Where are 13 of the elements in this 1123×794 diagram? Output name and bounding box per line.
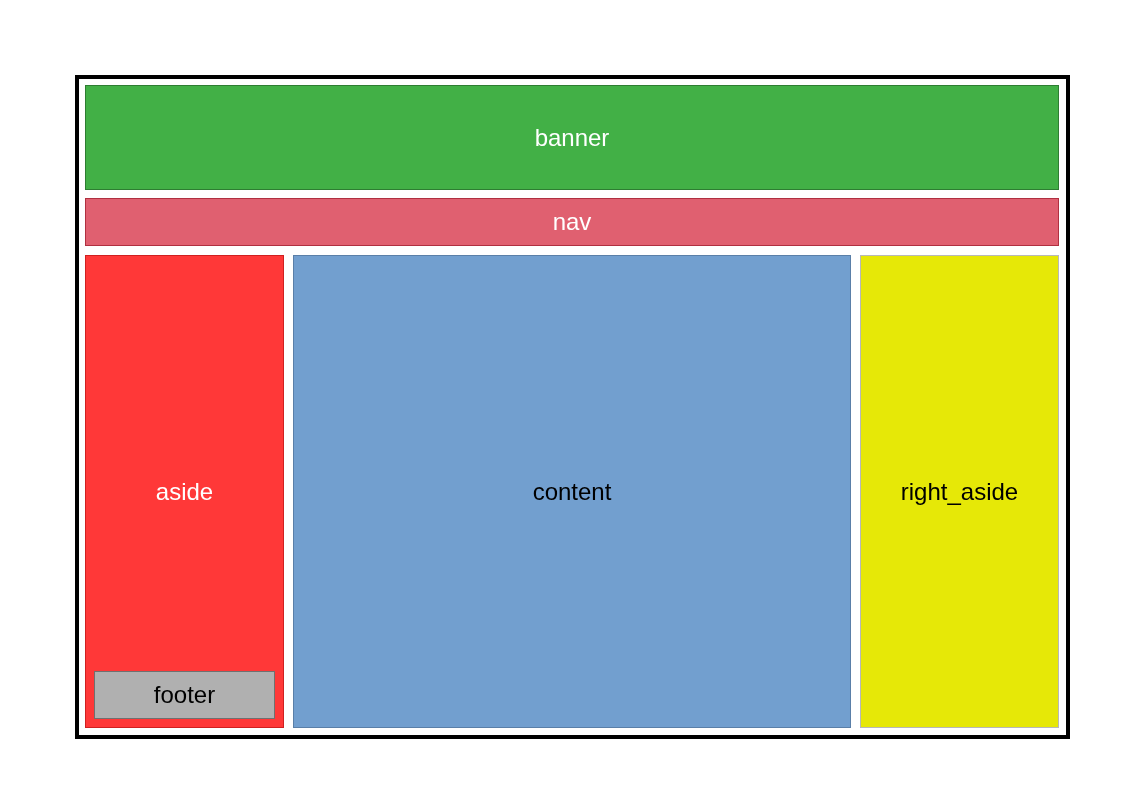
region-label: right_aside xyxy=(900,477,1019,506)
sidebar-region xyxy=(860,255,1059,728)
footer-region xyxy=(94,671,275,719)
content-region xyxy=(293,255,851,728)
nav-bar xyxy=(85,198,1059,246)
sidebar-region xyxy=(85,255,284,728)
page-frame xyxy=(75,75,1070,739)
region-label: footer xyxy=(153,681,216,709)
banner-region xyxy=(85,85,1059,190)
region-label: banner xyxy=(534,123,610,152)
region-label: aside xyxy=(155,477,214,506)
region-label: content xyxy=(532,477,612,506)
region-label: nav xyxy=(552,208,592,236)
